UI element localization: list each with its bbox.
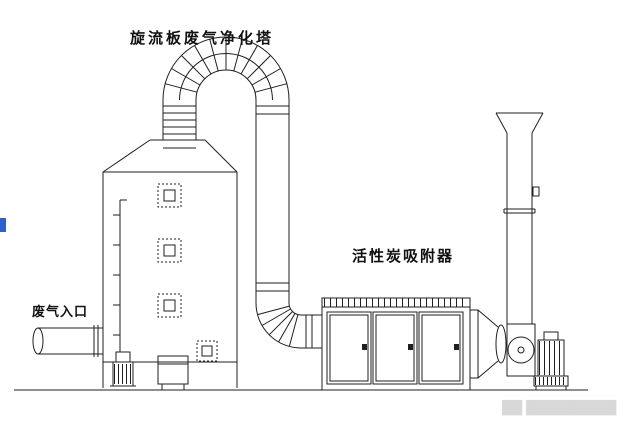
blue-edge-artifact [0, 218, 6, 232]
adsorber-label: 活性炭吸附器 [352, 247, 455, 265]
circulation-pump [110, 351, 136, 387]
exhaust-stack [495, 112, 544, 324]
watermark: ██ █████████ [501, 399, 617, 416]
inlet-pipe [32, 325, 103, 357]
exhaust-duct [162, 36, 322, 349]
dosing-tank [157, 355, 189, 390]
inlet-label: 废气入口 [32, 305, 89, 320]
scrubber-tower [102, 139, 238, 388]
carbon-adsorber [321, 297, 471, 391]
outlet-cone [469, 309, 507, 379]
door-handles [362, 344, 459, 350]
centrifugal-fan [506, 323, 569, 390]
tower-label: 旋流板废气净化塔 [130, 29, 275, 47]
